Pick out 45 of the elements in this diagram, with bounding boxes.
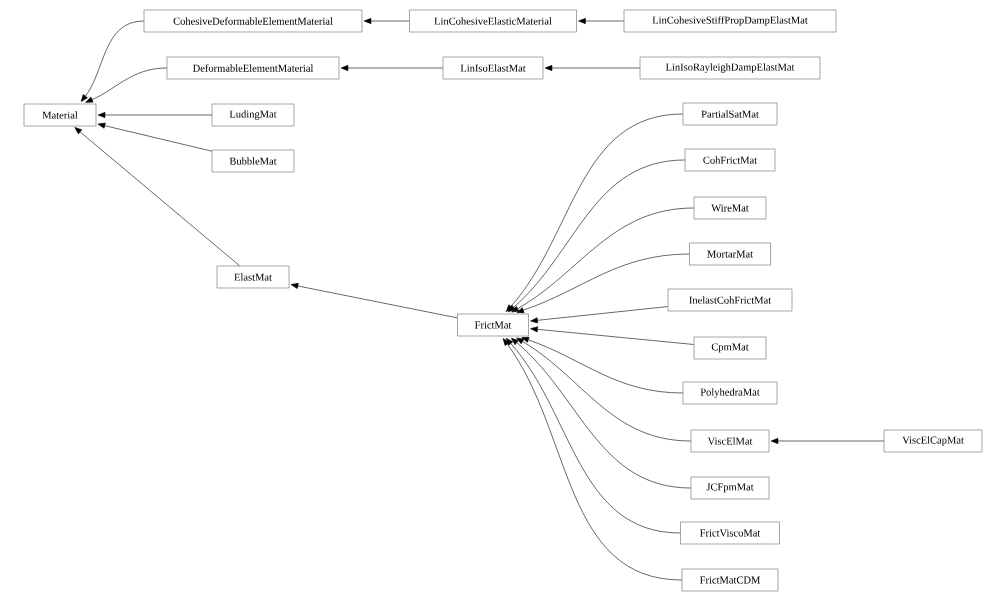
class-box: DeformableElementMaterial (166, 56, 340, 80)
class-box: CpmMat (693, 336, 767, 360)
class-box: FrictMat (457, 313, 529, 337)
class-box: ViscElMat (690, 429, 770, 453)
arrow (530, 326, 695, 345)
arrow (80, 20, 145, 102)
class-box: WireMat (693, 196, 767, 220)
arrow (502, 338, 683, 581)
class-box: BubbleMat (211, 149, 295, 173)
class-box: ElastMat (216, 265, 290, 289)
arrow (530, 306, 669, 324)
arrow (97, 112, 213, 118)
arrow (511, 207, 695, 313)
arrow (505, 113, 684, 312)
arrow (74, 127, 240, 267)
arrow (516, 337, 692, 442)
class-box: CohesiveDeformableElementMaterial (143, 9, 363, 33)
class-box: LinCohesiveStiffPropDampElastMat (623, 9, 837, 33)
arrow (521, 337, 684, 394)
class-box: Material (23, 103, 97, 127)
arrow (578, 18, 625, 24)
class-box: LinIsoRayleighDampElastMat (639, 56, 821, 80)
arrow (505, 338, 681, 534)
arrow (544, 65, 641, 71)
class-box: FrictMatCDM (681, 568, 779, 592)
class-box: CohFrictMat (684, 148, 776, 172)
class-box: PartialSatMat (682, 102, 778, 126)
class-box: LudingMat (211, 103, 295, 127)
arrow (363, 18, 410, 24)
arrow (516, 253, 690, 314)
class-box: FrictViscoMat (680, 521, 780, 545)
arrow (511, 337, 692, 489)
arrow (97, 122, 213, 152)
arrow (508, 159, 686, 313)
class-box: PolyhedraMat (682, 381, 778, 405)
arrow (770, 438, 885, 444)
class-box: JCFpmMat (690, 476, 770, 500)
arrow (340, 65, 444, 71)
class-box: InelastCohFrictMat (667, 288, 793, 312)
class-box: ViscElCapMat (883, 429, 983, 453)
class-box: MortarMat (689, 242, 771, 266)
arrow (290, 283, 458, 319)
class-box: LinIsoElastMat (442, 56, 544, 80)
class-box: LinCohesiveElasticMaterial (409, 9, 577, 33)
arrow (85, 67, 168, 103)
